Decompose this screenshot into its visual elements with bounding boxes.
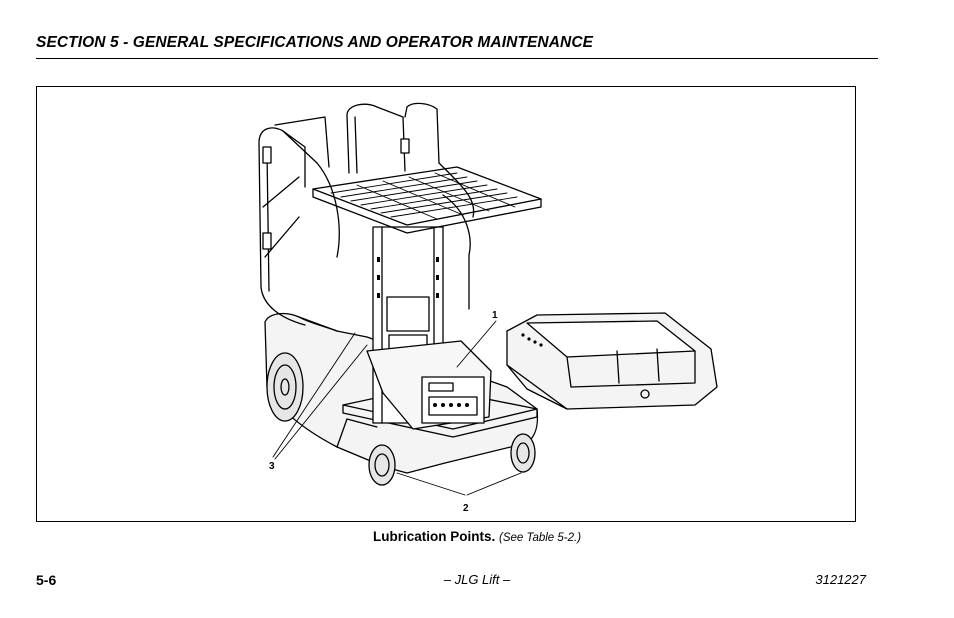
guardrail-back xyxy=(274,103,406,172)
rear-wheel xyxy=(266,352,304,422)
front-wheel-right xyxy=(510,433,536,473)
caption-reference: (See Table 5-2.) xyxy=(498,532,582,544)
lift-illustration: 1 2 3 xyxy=(258,102,718,514)
caption-title: Lubrication Points. xyxy=(372,529,496,544)
front-wheel-left xyxy=(368,444,396,486)
guardrail-right xyxy=(404,102,471,310)
figure-frame: 1 2 3 xyxy=(36,86,856,522)
footer-center-text: – JLG Lift – xyxy=(443,572,511,587)
doc-number: 3121227 xyxy=(815,572,866,587)
figure-caption: Lubrication Points. (See Table 5-2.) xyxy=(0,529,954,544)
callout-3: 3 xyxy=(269,461,275,472)
section-title: SECTION 5 - GENERAL SPECIFICATIONS AND O… xyxy=(36,34,594,51)
leader-3a xyxy=(272,332,356,458)
leader-2b xyxy=(466,472,522,496)
page-number: 5-6 xyxy=(36,572,57,588)
header-rule xyxy=(36,58,878,59)
leader-3b xyxy=(274,344,368,460)
leader-2a xyxy=(396,472,466,496)
cover-knob xyxy=(640,389,650,399)
callout-1: 1 xyxy=(492,310,498,321)
callout-2: 2 xyxy=(463,503,469,514)
leader-1 xyxy=(456,320,497,368)
